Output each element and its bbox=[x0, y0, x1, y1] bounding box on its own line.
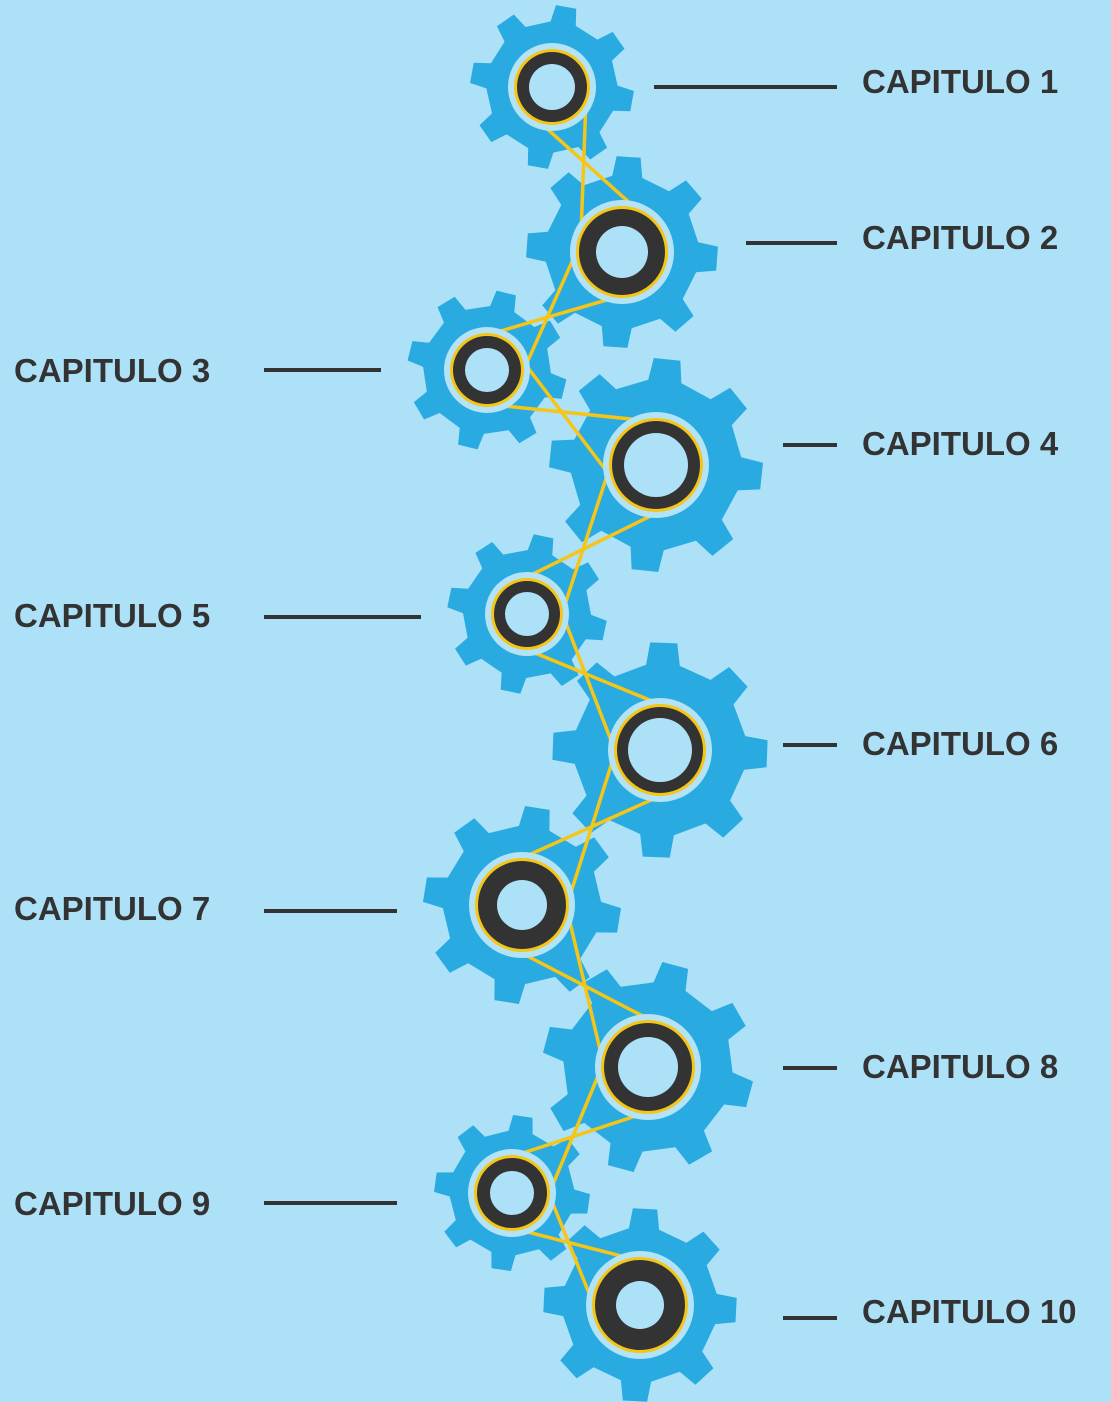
chapter-7-label: CAPITULO 7 bbox=[14, 890, 211, 927]
chapter-5-label: CAPITULO 5 bbox=[14, 597, 211, 634]
hub-center bbox=[624, 433, 688, 497]
hub-center bbox=[529, 64, 575, 110]
hub-center bbox=[465, 348, 509, 392]
chapter-9-label: CAPITULO 9 bbox=[14, 1185, 211, 1222]
hub-center bbox=[497, 880, 547, 930]
chapter-3-label: CAPITULO 3 bbox=[14, 352, 211, 389]
chapter-8-label: CAPITULO 8 bbox=[862, 1048, 1059, 1085]
chapter-1-label: CAPITULO 1 bbox=[862, 63, 1059, 100]
chapter-6-label: CAPITULO 6 bbox=[862, 725, 1059, 762]
chapter-10-label: CAPITULO 10 bbox=[862, 1293, 1077, 1330]
chapter-4-label: CAPITULO 4 bbox=[862, 425, 1059, 462]
connectors-layer bbox=[264, 85, 837, 1320]
hub-center bbox=[628, 718, 692, 782]
hubs-layer bbox=[444, 43, 712, 1359]
hub-center bbox=[616, 1281, 664, 1329]
hub-center bbox=[505, 592, 549, 636]
hub-center bbox=[618, 1037, 678, 1097]
hub-center bbox=[490, 1171, 534, 1215]
hub-center bbox=[596, 226, 648, 278]
chapter-2-label: CAPITULO 2 bbox=[862, 219, 1059, 256]
